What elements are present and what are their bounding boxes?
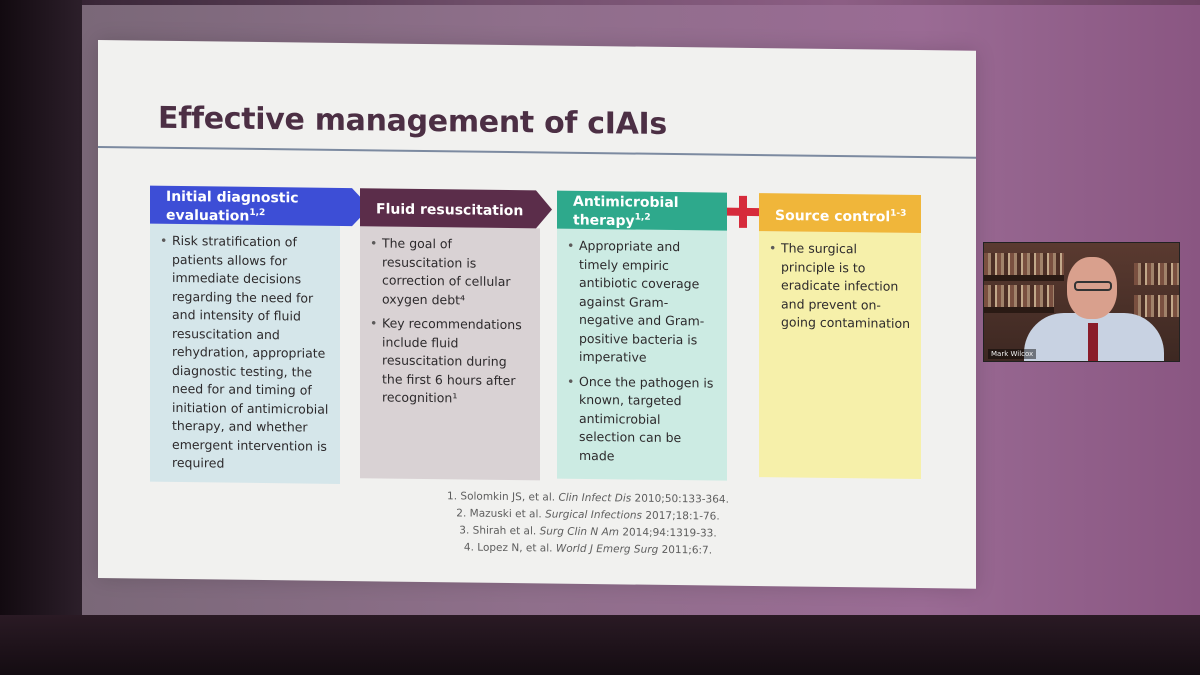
column-initial-evaluation: Initial diagnostic evaluation1,2 Risk st… [150,185,352,484]
room-floor [0,615,1200,675]
column-header: Fluid resuscitation [360,188,536,229]
bullet-item: The surgical principle is to eradicate i… [781,239,911,333]
slide-title: Effective management of cIAIs [158,100,667,142]
shelf [984,275,1064,281]
column-body: Appropriate and timely empiric antibioti… [557,228,727,481]
speaker-webcam-feed: Mark Wilcox [983,242,1180,362]
column-header-sup: 1,2 [249,208,266,219]
shelf [984,307,1054,313]
bullet-item: Risk stratification of patients allows f… [172,232,330,474]
plus-icon [727,196,759,228]
glasses-icon [1074,281,1112,291]
column-source-control: Source control1-3 The surgical principle… [759,193,921,480]
tie [1088,323,1098,361]
column-header: Initial diagnostic evaluation1,2 [150,185,352,227]
bullet-item: Appropriate and timely empiric antibioti… [579,237,717,368]
bullet-item: The goal of resuscitation is correction … [382,234,530,310]
column-body: The surgical principle is to eradicate i… [759,231,921,480]
column-body: Risk stratification of patients allows f… [150,223,340,484]
column-header: Source control1-3 [759,193,921,234]
references-list: 1. Solomkin JS, et al. Clin Infect Dis 2… [423,488,753,560]
bookshelf [1134,263,1179,285]
bookshelf [1134,295,1179,317]
column-header: Antimicrobial therapy1,2 [557,190,727,231]
reference-item: 4. Lopez N, et al. World J Emerg Surg 20… [463,541,713,557]
speaker-name-label: Mark Wilcox [988,349,1037,359]
room-wall [0,0,82,675]
bookshelf [984,253,1064,275]
column-header-sup: 1-3 [890,208,907,219]
column-antimicrobial-therapy: Antimicrobial therapy1,2 Appropriate and… [557,190,727,481]
column-body: The goal of resuscitation is correction … [360,226,540,481]
column-header-label: Fluid resuscitation [376,200,524,219]
title-divider [98,146,976,159]
column-fluid-resuscitation: Fluid resuscitation The goal of resuscit… [360,188,540,481]
presentation-slide: Effective management of cIAIs Initial di… [98,40,976,589]
bookshelf [984,285,1054,307]
column-header-label: Initial diagnostic evaluation [166,189,299,225]
column-header-label: Source control [775,207,891,226]
bullet-item: Key recommendations include fluid resusc… [382,314,530,408]
column-header-label: Antimicrobial therapy [573,193,679,230]
column-header-sup: 1,2 [634,212,651,223]
bullet-item: Once the pathogen is known, targeted ant… [579,372,717,466]
